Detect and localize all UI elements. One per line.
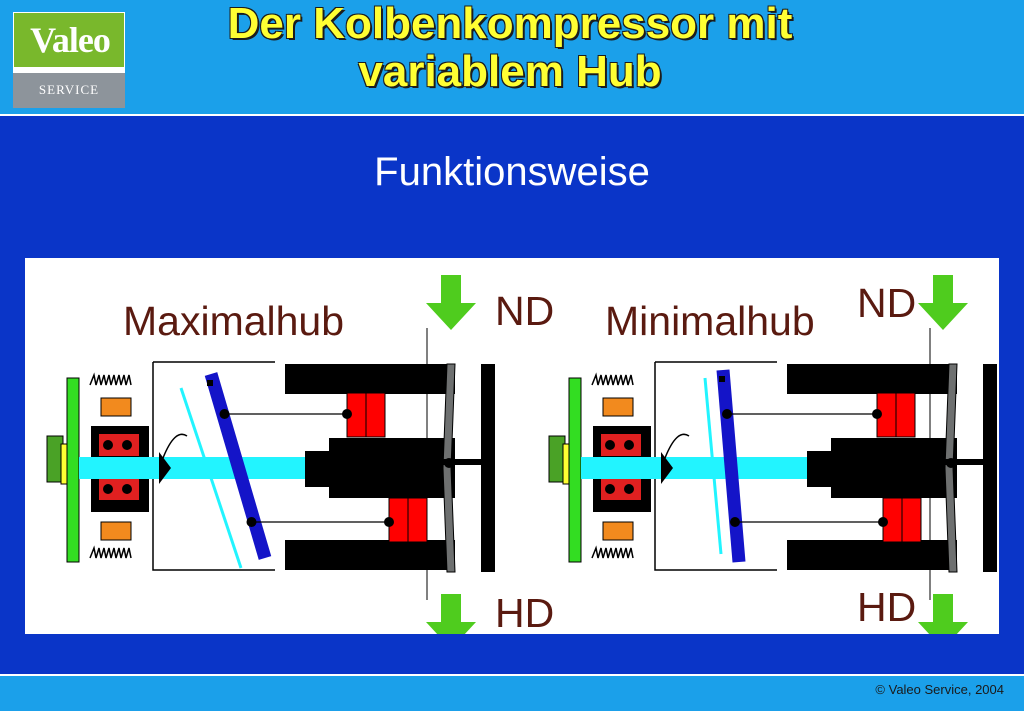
- label-hd-right: HD: [857, 584, 917, 630]
- housing-outline: [152, 361, 275, 571]
- joint-bottom: [730, 517, 740, 527]
- compressor-maximalhub: [46, 275, 495, 634]
- label-nd-left: ND: [495, 288, 555, 334]
- compressor-minimalhub: [548, 275, 997, 634]
- valve-joint: [444, 458, 454, 468]
- shaft-hook: [664, 433, 690, 459]
- cylinder-block-top: [285, 364, 455, 394]
- spring-bottom-icon: [89, 545, 132, 559]
- cylinder-block-bottom: [787, 540, 957, 570]
- slide-title-line-1: Der Kolbenkompressor mit: [227, 0, 793, 48]
- slide-title: Der Kolbenkompressor mit variablem Hub: [160, 0, 860, 96]
- spring-top-icon: [591, 372, 634, 386]
- clutch-disc: [568, 377, 582, 563]
- piston-joint-bottom: [878, 517, 888, 527]
- bearing-top: [601, 434, 641, 456]
- valeo-logo: Valeo SERVICE: [13, 12, 125, 108]
- piston-joint-bottom: [384, 517, 394, 527]
- logo-grey-box: SERVICE: [13, 73, 125, 108]
- drive-shaft: [79, 457, 329, 479]
- shaft-bearing: [305, 451, 335, 487]
- footer-bar: © Valeo Service, 2004: [0, 674, 1024, 711]
- swash-guide: [179, 387, 243, 569]
- shaft-hook: [162, 433, 188, 459]
- swash-pin: [207, 380, 213, 386]
- label-nd-right: ND: [857, 280, 917, 326]
- bearing-ball: [103, 484, 113, 494]
- bearing-ball: [624, 484, 634, 494]
- bearing-bottom: [601, 478, 641, 500]
- bearing-ball: [605, 484, 615, 494]
- coil-bottom: [100, 521, 132, 541]
- hub-washer: [562, 443, 570, 485]
- coil-top: [602, 397, 634, 417]
- slide-title-line-2: variablem Hub: [358, 47, 662, 96]
- nd-arrow-icon: [426, 275, 476, 330]
- spring-top-icon: [89, 372, 132, 386]
- cylinder-block-middle: [831, 438, 957, 498]
- diagram-panel: Maximalhub ND HD Minimalhub ND HD: [25, 258, 999, 636]
- bearing-ball: [605, 440, 615, 450]
- valve-joint: [946, 458, 956, 468]
- piston-joint-top: [872, 409, 882, 419]
- logo-service-text: SERVICE: [38, 82, 100, 97]
- logo-wordmark: Valeo: [30, 20, 111, 60]
- bearing-bottom: [99, 478, 139, 500]
- drive-shaft: [581, 457, 831, 479]
- bearing-ball: [103, 440, 113, 450]
- logo-separator: [13, 68, 125, 73]
- nd-arrow-icon: [918, 275, 968, 330]
- joint-top: [722, 409, 732, 419]
- slide-subtitle: Funktionsweise: [374, 150, 650, 194]
- cylinder-head: [481, 364, 495, 572]
- copyright-text: © Valeo Service, 2004: [875, 682, 1004, 697]
- cylinder-block-middle: [329, 438, 455, 498]
- joint-bottom: [246, 517, 257, 527]
- hd-arrow-icon: [426, 594, 476, 634]
- bearing-top: [99, 434, 139, 456]
- coil-top: [100, 397, 132, 417]
- header-bar: Valeo SERVICE Der Kolbenkompressor mit v…: [0, 0, 1024, 116]
- swash-pin: [719, 376, 725, 382]
- label-maximalhub: Maximalhub: [123, 298, 345, 344]
- hub-washer: [60, 443, 68, 485]
- shaft-cone: [159, 452, 171, 484]
- cylinder-block-bottom: [285, 540, 455, 570]
- label-minimalhub: Minimalhub: [605, 298, 815, 344]
- bearing-ball: [122, 484, 132, 494]
- shaft-cone: [661, 452, 673, 484]
- logo-green-box: Valeo: [13, 12, 125, 68]
- joint-top: [219, 409, 230, 419]
- shaft-bearing: [807, 451, 837, 487]
- compressor-diagram: [46, 275, 997, 634]
- hd-arrow-icon: [918, 594, 968, 634]
- coil-bottom: [602, 521, 634, 541]
- bearing-ball: [624, 440, 634, 450]
- valve-rod: [945, 459, 995, 465]
- cylinder-head: [983, 364, 997, 572]
- valve-rod: [443, 459, 493, 465]
- label-hd-left: HD: [495, 590, 555, 636]
- clutch-disc: [66, 377, 80, 563]
- housing-outline: [654, 361, 777, 571]
- piston-joint-top: [342, 409, 352, 419]
- bearing-ball: [122, 440, 132, 450]
- swash-plate: [204, 372, 272, 560]
- swash-guide: [703, 377, 723, 555]
- cylinder-block-top: [787, 364, 957, 394]
- swash-plate: [716, 369, 746, 563]
- spring-bottom-icon: [591, 545, 634, 559]
